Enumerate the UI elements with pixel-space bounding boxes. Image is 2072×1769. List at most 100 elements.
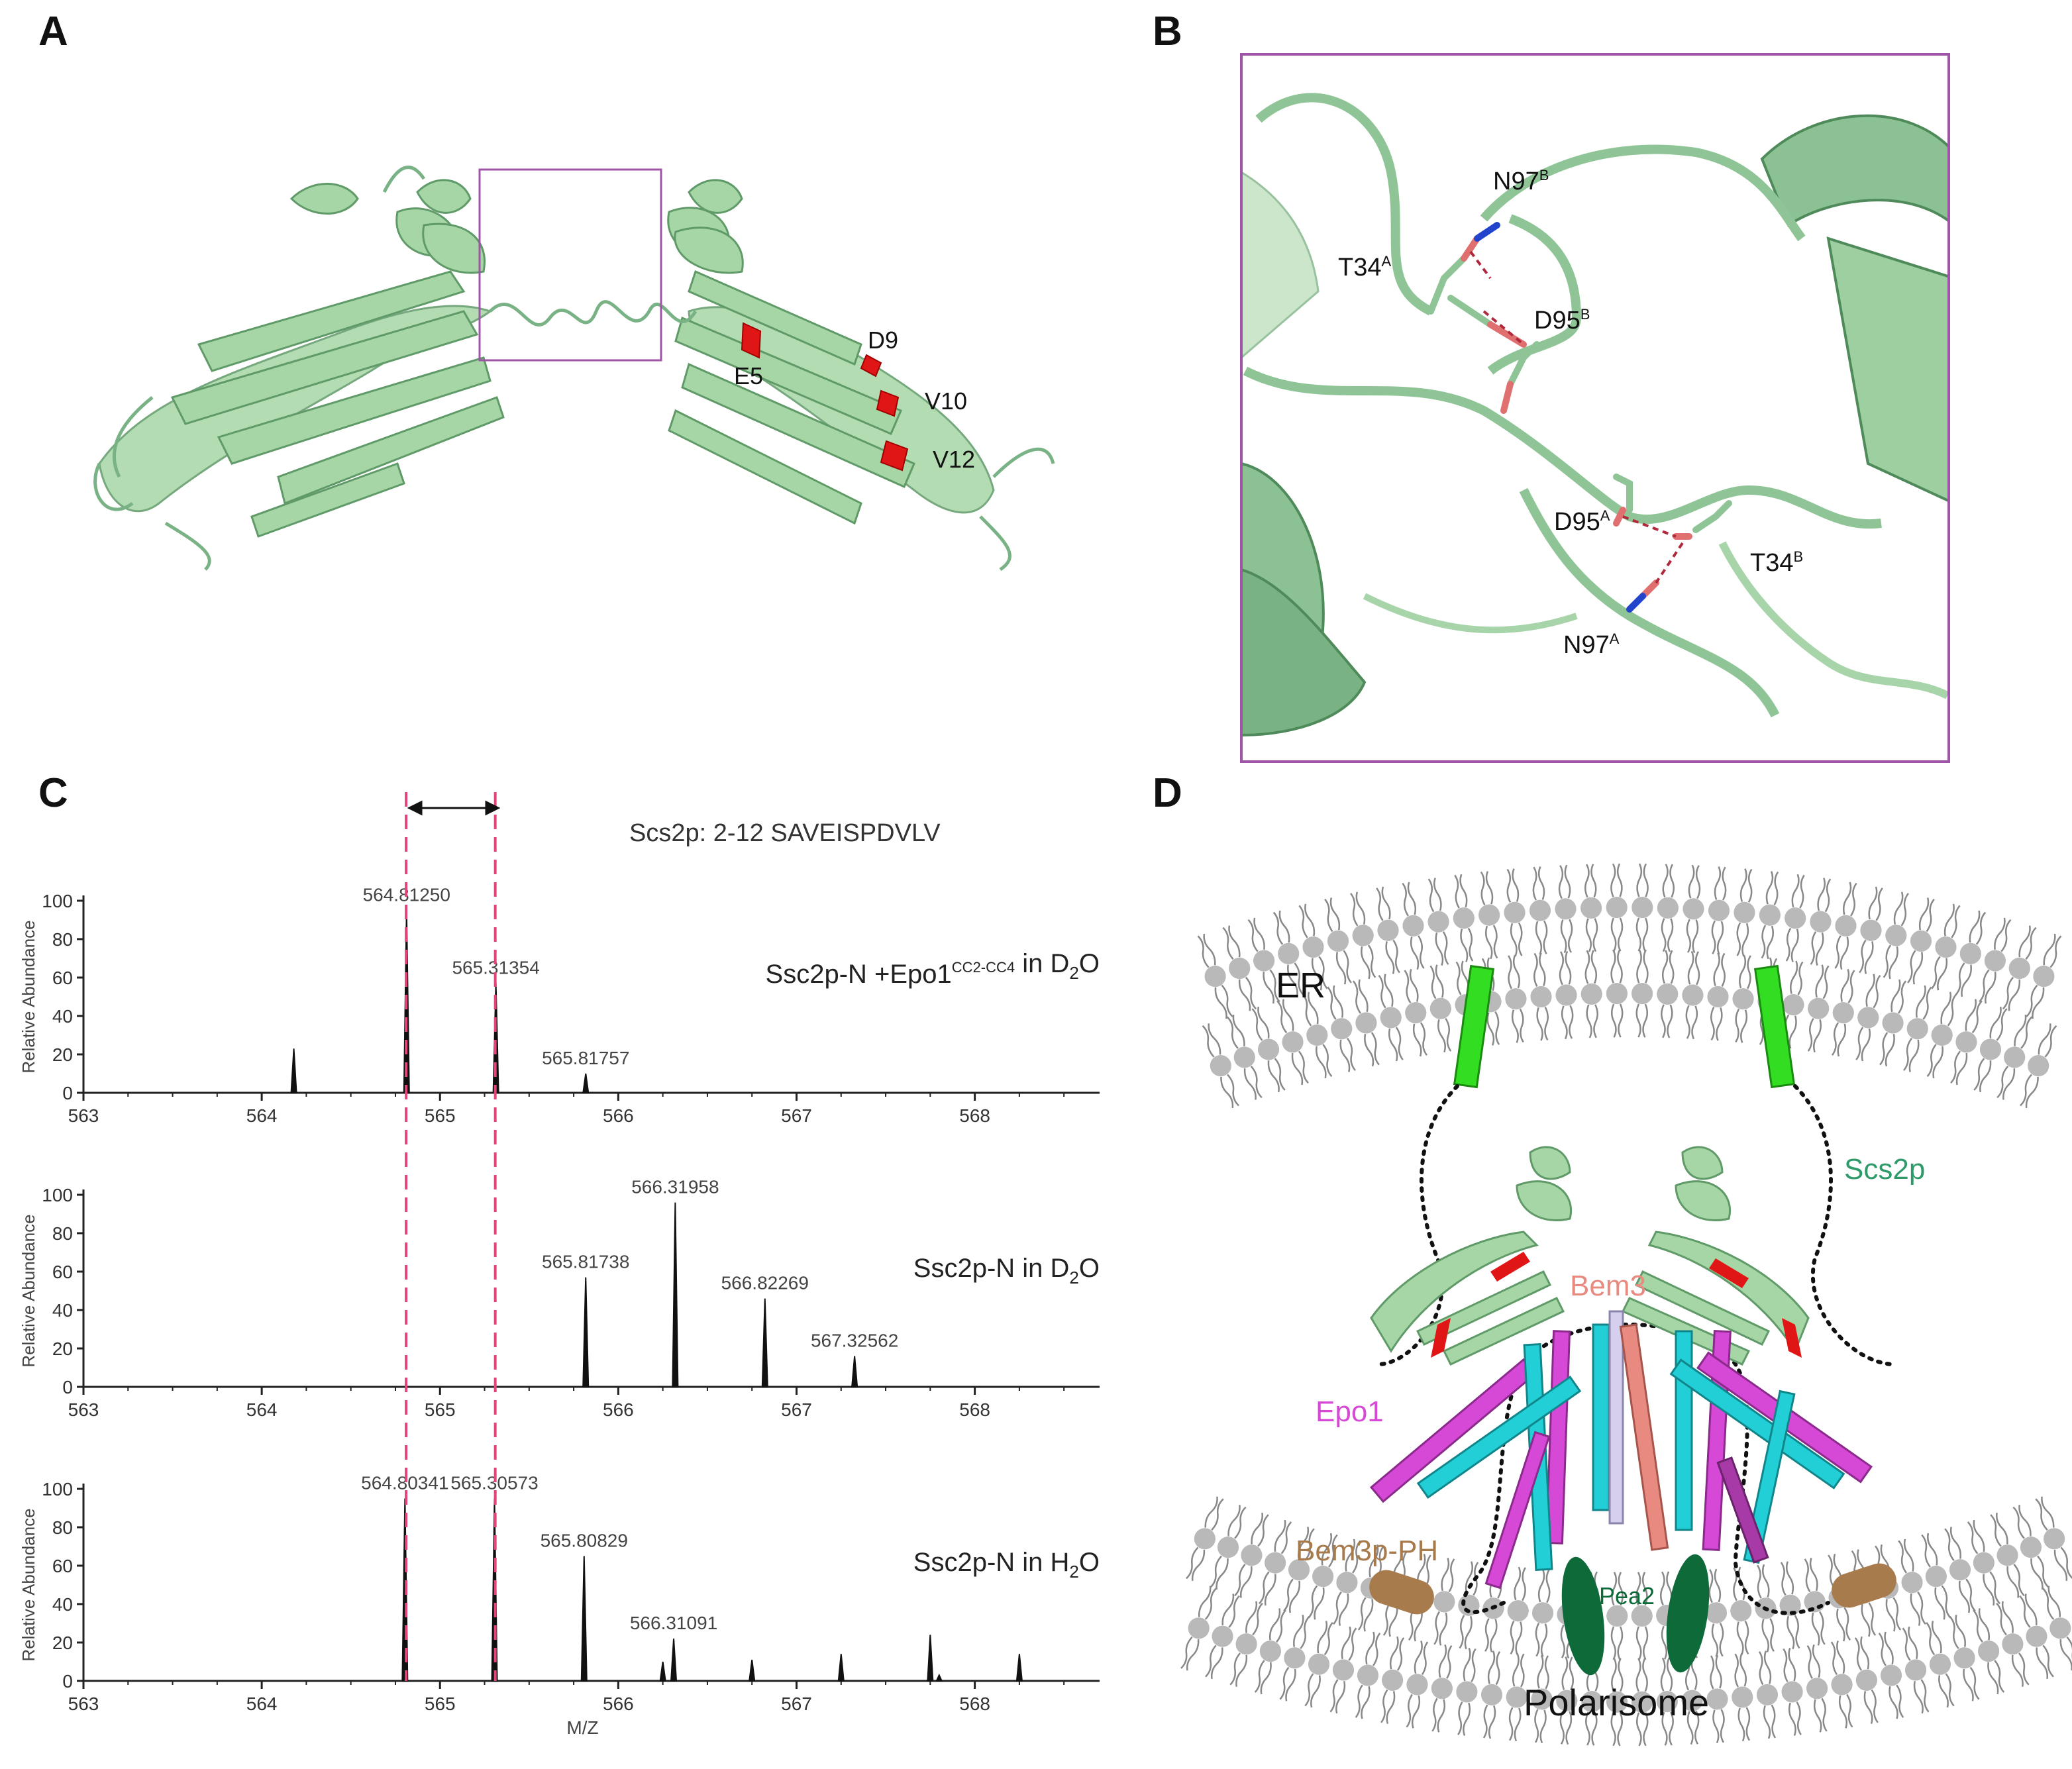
lipid [1553, 897, 1580, 954]
lipid [1729, 900, 1757, 958]
y-tick-label: 100 [42, 1479, 73, 1499]
x-tick-label: 563 [68, 1105, 99, 1126]
lipid [1827, 913, 1859, 972]
y-tick-label: 100 [42, 891, 73, 911]
lipid [1773, 1559, 1803, 1618]
x-tick-label: 564 [246, 1399, 278, 1420]
lipid [1753, 902, 1783, 961]
reference-lines [405, 792, 497, 1681]
left-monomer-cartoon [98, 179, 505, 538]
lipid [1379, 1634, 1412, 1693]
lipid [1728, 986, 1756, 1044]
scs2p-red-strands [1431, 1252, 1802, 1358]
lipid [1579, 896, 1604, 953]
residue-label-n97a: N97A [1563, 631, 1620, 659]
x-tick-label: 567 [781, 1693, 812, 1714]
x-tick-label: 567 [781, 1105, 812, 1126]
bem3p-ph-right [1832, 1563, 1896, 1608]
spectrum-peak [659, 1661, 666, 1682]
y-axis-label: Relative Abundance [19, 1508, 38, 1661]
pea2-right [1666, 1554, 1710, 1673]
zoom-box [478, 168, 662, 362]
mass-shift-arrow [407, 800, 501, 816]
y-tick-label: 80 [52, 1223, 73, 1244]
lipid [1374, 917, 1408, 976]
y-tick-label: 20 [52, 1044, 73, 1065]
x-axis-label: M/Z [566, 1717, 598, 1738]
condition-label: Ssc2p-N in D2O [913, 1254, 1100, 1288]
lipid [1654, 982, 1680, 1039]
lipid [1530, 1568, 1558, 1625]
pea2-left [1561, 1556, 1605, 1676]
lipid [1427, 995, 1459, 1054]
x-tick-label: 568 [959, 1105, 990, 1126]
highlighted-residues [741, 322, 909, 472]
spectrum-peak [580, 1556, 588, 1682]
y-tick-label: 0 [62, 1671, 73, 1692]
lipid [1630, 982, 1654, 1038]
peak-label: 565.80829 [541, 1531, 628, 1551]
label-polarisome: Polarisome [1524, 1682, 1709, 1723]
y-tick-label: 60 [52, 1556, 73, 1576]
lipid [1605, 895, 1629, 952]
residue-label-n97b: N97B [1493, 167, 1549, 195]
lipid [1851, 917, 1885, 976]
lipid [1751, 1649, 1780, 1707]
lipid [1502, 900, 1530, 958]
panel-label-c: C [38, 770, 68, 816]
panel-a-structure: E5 D9 V10 V12 [93, 166, 1055, 572]
lipid [1824, 999, 1857, 1059]
lipid [1554, 983, 1580, 1040]
y-tick-label: 0 [62, 1377, 73, 1397]
lipid [1579, 982, 1605, 1039]
y-tick-label: 0 [62, 1083, 73, 1103]
lipid [1775, 1646, 1805, 1705]
y-tick-label: 80 [52, 929, 73, 950]
spectrum-peak [761, 1298, 768, 1388]
residue-label-d95b: D95B [1534, 306, 1590, 334]
lipid [1679, 983, 1705, 1040]
lipid [1425, 909, 1457, 968]
spectrum-peak [851, 1356, 858, 1388]
tm-helix-left [1453, 964, 1495, 1089]
peak-label: 566.31958 [631, 1177, 719, 1197]
lipid [1655, 896, 1680, 953]
lipid [1400, 913, 1432, 972]
lipid [1454, 1646, 1484, 1705]
lipid [1630, 895, 1654, 952]
spectrum-peak [749, 1659, 756, 1682]
y-tick-label: 40 [52, 1300, 73, 1321]
lipid [1847, 1634, 1880, 1693]
panel-label-b: B [1153, 9, 1182, 54]
condition-label: Ssc2p-N +Epo1CC2-CC4 in D2O [766, 949, 1100, 989]
label-bem3p-ph: Bem3p-PH [1296, 1535, 1438, 1567]
spectrum-peak [837, 1654, 845, 1682]
x-tick-label: 568 [959, 1693, 990, 1714]
bem3p-ph-left [1369, 1570, 1434, 1615]
lipid [1429, 1643, 1460, 1701]
x-tick-label: 564 [246, 1105, 278, 1126]
peak-label: 566.31091 [630, 1613, 717, 1633]
y-axis-label: Relative Abundance [19, 920, 38, 1073]
spectrum-peak [672, 1202, 679, 1388]
lipid [1402, 999, 1435, 1059]
x-tick-label: 568 [959, 1399, 990, 1420]
lipid [1799, 1643, 1830, 1701]
label-epo1: Epo1 [1316, 1395, 1384, 1428]
y-axis-label: Relative Abundance [19, 1214, 38, 1367]
label-pea2: Pea2 [1599, 1582, 1655, 1609]
x-tick-label: 566 [603, 1105, 634, 1126]
panel-b-zoom: N97B T34A D95B D95A T34B N97A [1240, 53, 1950, 763]
peak-label: 566.82269 [721, 1273, 809, 1293]
x-tick-label: 565 [425, 1105, 456, 1126]
peak-label: 565.81738 [542, 1252, 629, 1272]
x-tick-label: 564 [246, 1693, 278, 1714]
residue-label-e5: E5 [734, 362, 763, 389]
lipid [1679, 897, 1706, 954]
spectrum-peak [290, 1048, 297, 1093]
lipid [1802, 909, 1834, 968]
